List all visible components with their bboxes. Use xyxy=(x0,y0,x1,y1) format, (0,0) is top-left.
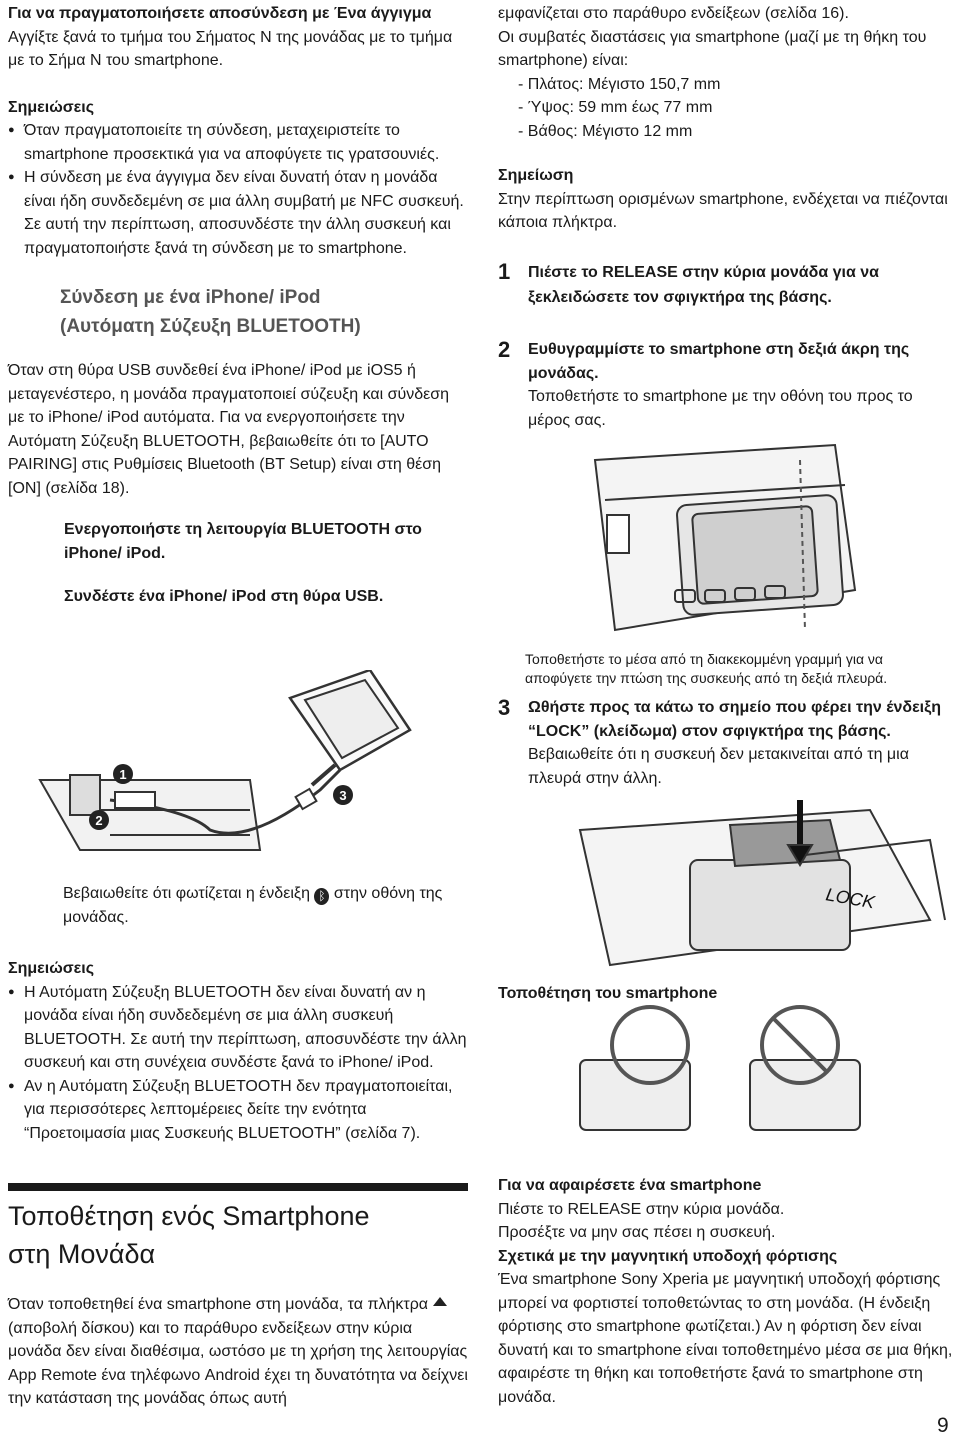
step3-block: 3 Ωθήστε προς τα κάτω το σημείο που φέρε… xyxy=(498,696,953,790)
confirm-text-a: Βεβαιωθείτε ότι φωτίζεται η ένδειξη xyxy=(63,885,310,902)
iphone-step2: Συνδέστε ένα iPhone/ iPod στη θύρα USB. xyxy=(64,588,384,605)
magnet-title: Σχετικά με την μαγνητική υποδοχή φόρτιση… xyxy=(498,1247,838,1265)
step2-detail: Τοποθετήστε το smartphone με την οθόνη τ… xyxy=(528,388,913,429)
step-number: 3 xyxy=(498,695,511,720)
section-title-line2: στη Μονάδα xyxy=(8,1239,156,1269)
section-text-a: Όταν τοποθετηθεί ένα smartphone στη μονά… xyxy=(8,1296,429,1313)
magnet-text: Ένα smartphone Sony Xperia με μαγνητική … xyxy=(498,1271,953,1406)
figure-label: 1 xyxy=(119,767,126,782)
note-text: Στην περίπτωση ορισμένων smartphone, ενδ… xyxy=(498,190,948,232)
dimensions-intro: Οι συμβατές διαστάσεις για smartphone (μ… xyxy=(498,28,927,70)
notes1-item: Όταν πραγματοποιείτε τη σύνδεση, μεταχει… xyxy=(8,119,468,166)
iphone-text: Όταν στη θύρα USB συνδεθεί ένα iPhone/ i… xyxy=(8,362,450,497)
step3-text: Ωθήστε προς τα κάτω το σημείο που φέρει … xyxy=(528,699,941,740)
figure-label: 2 xyxy=(95,813,102,828)
section-text-b: (αποβολή δίσκου) και το παράθυρο ενδείξε… xyxy=(8,1319,468,1408)
right-column: εμφανίζεται στο παράθυρο ενδείξεων (σελί… xyxy=(498,2,953,235)
nfc-disconnect-heading: Για να πραγματοποιήσετε αποσύνδεση με Έν… xyxy=(8,5,432,22)
step1-text: Πιέστε το RELEASE στην κύρια μονάδα για … xyxy=(528,264,879,306)
eject-icon xyxy=(432,1297,447,1306)
section-text: Όταν τοποθετηθεί ένα smartphone στη μονά… xyxy=(8,1293,468,1411)
step3-detail: Βεβαιωθείτε ότι η συσκευή δεν μετακινείτ… xyxy=(528,746,909,787)
left-column: Για να πραγματοποιήσετε αποσύνδεση με Έν… xyxy=(8,2,468,609)
lock-illustration: LOCK xyxy=(578,800,946,967)
section-title-line1: Τοποθέτηση ενός Smartphone xyxy=(8,1201,370,1231)
bluetooth-confirm: Βεβαιωθείτε ότι φωτίζεται η ένδειξη ᛒ στ… xyxy=(63,882,463,929)
notes2-item: Η Αυτόματη Σύζευξη BLUETOOTH δεν είναι δ… xyxy=(8,981,468,1075)
bluetooth-icon: ᛒ xyxy=(314,888,330,905)
remove-text: Προσέξτε να μην σας πέσει η συσκευή. xyxy=(498,1224,776,1241)
notes2-title: Σημειώσεις xyxy=(8,960,95,977)
step2-text: Ευθυγραμμίστε το smartphone στη δεξιά άκ… xyxy=(528,341,910,382)
section-divider xyxy=(8,1183,468,1191)
notes1-item: Η σύνδεση με ένα άγγιγμα δεν είναι δυνατ… xyxy=(8,166,468,260)
dimension-item: - Πλάτος: Μέγιστο 150,7 mm xyxy=(518,75,721,93)
step-number: 1 xyxy=(498,259,511,284)
usb-connection-illustration: 1 2 3 xyxy=(38,670,412,851)
placing-title: Τοποθέτηση του smartphone xyxy=(498,982,953,1006)
dimension-item: - Ύψος: 59 mm έως 77 mm xyxy=(518,99,713,116)
iphone-step1: Ενεργοποιήστε τη λειτουργία BLUETOOTH στ… xyxy=(64,521,422,562)
smartphone-section: Τοποθέτηση ενός Smartphone στη Μονάδα Ότ… xyxy=(8,1183,468,1411)
nfc-disconnect-text: Αγγίξτε ξανά το τμήμα του Σήματος N της … xyxy=(8,28,453,70)
iphone-heading-line2: (Αυτόματη Σύζευξη BLUETOOTH) xyxy=(60,316,361,337)
figure-caption: Τοποθετήστε το μέσα από τη διακεκομμένη … xyxy=(525,651,888,686)
page-number: 9 xyxy=(937,1414,949,1437)
notes1-title: Σημειώσεις xyxy=(8,98,95,116)
placing-title-text: Τοποθέτηση του smartphone xyxy=(498,985,718,1002)
notes2: Σημειώσεις Η Αυτόματη Σύζευξη BLUETOOTH … xyxy=(8,957,468,1145)
remove-title: Για να αφαιρέσετε ένα smartphone xyxy=(498,1177,762,1194)
notes2-item: Αν η Αυτόματη Σύζευξη BLUETOOTH δεν πραγ… xyxy=(8,1075,468,1146)
align-smartphone-illustration xyxy=(593,443,857,632)
figure-label: 3 xyxy=(339,788,346,803)
iphone-subheading: Σύνδεση με ένα iPhone/ iPod (Αυτόματη Σύ… xyxy=(8,284,468,340)
step-number: 2 xyxy=(498,337,511,362)
step2-block: 2 Ευθυγραμμίστε το smartphone στη δεξιά … xyxy=(498,338,953,432)
iphone-heading-line1: Σύνδεση με ένα iPhone/ iPod xyxy=(60,287,321,308)
remove-text: Πιέστε το RELEASE στην κύρια μονάδα. xyxy=(498,1200,785,1218)
dimension-item: - Βάθος: Μέγιστο 12 mm xyxy=(518,122,693,140)
confirm-text-b: στην οθόνη της μονάδας. xyxy=(63,885,443,926)
note-title: Σημείωση xyxy=(498,167,574,184)
remove-block: Για να αφαιρέσετε ένα smartphone Πιέστε … xyxy=(498,1174,953,1409)
step1-block: 1 Πιέστε το RELEASE στην κύρια μονάδα γι… xyxy=(498,260,953,310)
placement-examples xyxy=(579,1005,861,1131)
continued-text: εμφανίζεται στο παράθυρο ενδείξεων (σελί… xyxy=(498,5,849,22)
